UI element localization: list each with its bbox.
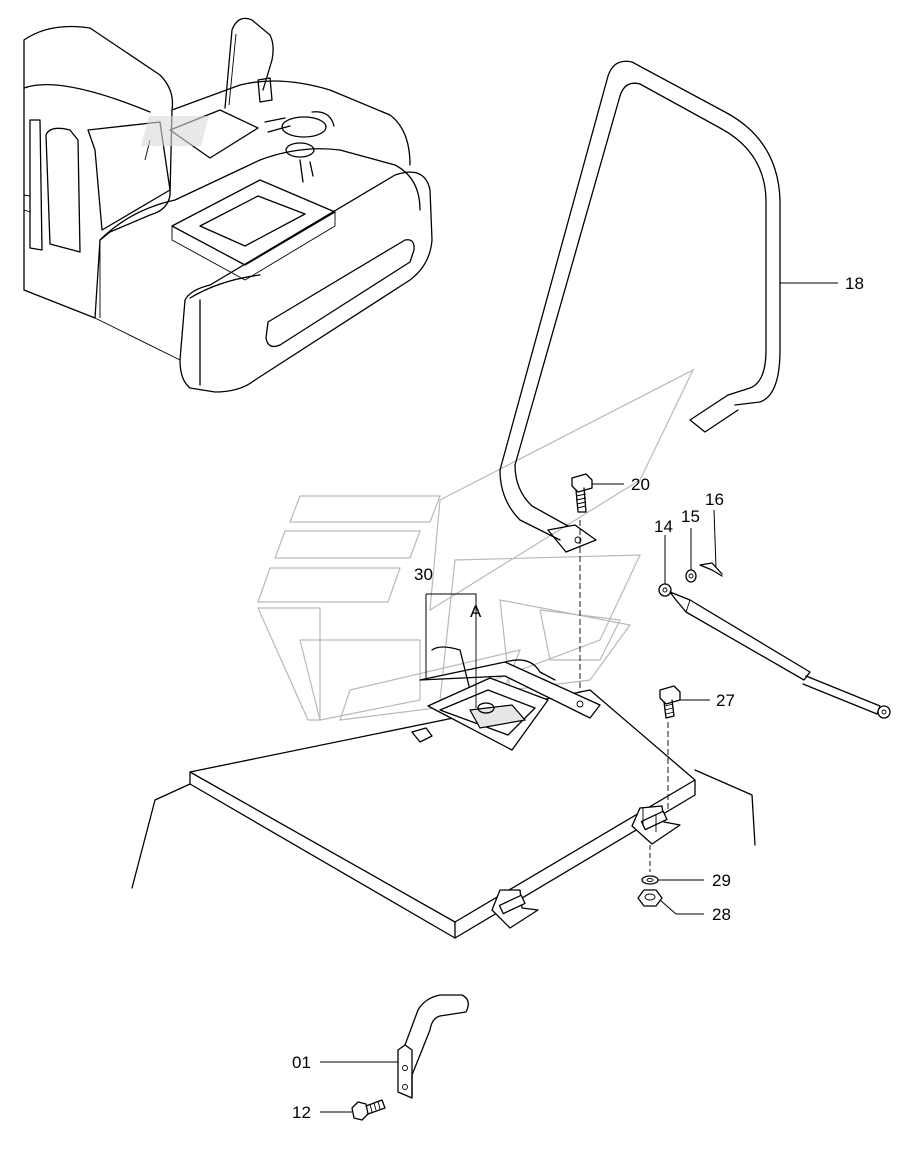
bolt-12 [351,1099,386,1121]
leader-lines [320,282,838,1113]
part-label-30: 30 [414,565,433,584]
part-label-16: 16 [705,490,724,509]
bolt-20 [571,473,593,700]
part-label-15: 15 [681,507,700,526]
part-label-18: 18 [845,274,864,293]
part-label-01: 01 [292,1053,311,1072]
washer-29-nut-28 [637,845,663,907]
gas-spring-14 [658,583,891,719]
machine-overview-drawing [23,17,433,393]
bolt-27 [659,685,681,810]
watermark-logo [257,368,695,721]
part-label-14: 14 [654,517,673,536]
part-labels: 18 20 14 15 16 30 A 27 29 28 01 12 [292,274,864,1122]
part-label-20: 20 [631,475,650,494]
part-label-28: 28 [712,905,731,924]
part-label-A: A [470,602,482,621]
handrail-part [499,60,781,553]
part-label-29: 29 [712,871,731,890]
door-panel [131,640,756,939]
bracket-01 [397,994,469,1099]
part-label-12: 12 [292,1103,311,1122]
part-label-27: 27 [716,691,735,710]
